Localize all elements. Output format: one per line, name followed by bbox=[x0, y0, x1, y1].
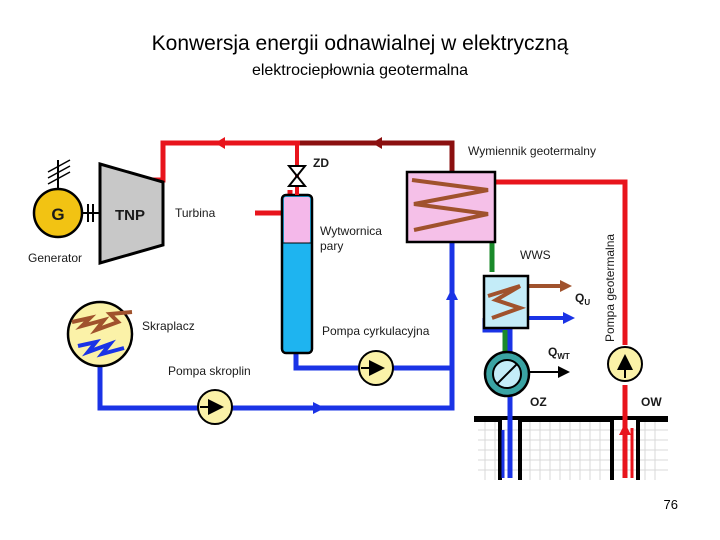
condenser-label: Skraplacz bbox=[142, 319, 195, 333]
page-subtitle: elektrociepłownia geotermalna bbox=[251, 62, 469, 79]
qwt-label: QWT bbox=[548, 345, 570, 361]
zd-valve bbox=[286, 143, 308, 195]
wws-exchanger bbox=[482, 274, 530, 330]
generator-label: Generator bbox=[28, 251, 82, 265]
condensate-pipe bbox=[97, 242, 455, 411]
ground-wells bbox=[474, 414, 670, 480]
page-number: 76 bbox=[663, 497, 678, 512]
geothermal-hot-pipe bbox=[495, 179, 628, 345]
qu-label: QU bbox=[575, 291, 590, 307]
steam-gen-label-2: pary bbox=[320, 239, 343, 253]
oz-unit bbox=[483, 350, 531, 398]
circulation-pump bbox=[358, 350, 394, 386]
turbine-shaft bbox=[82, 204, 100, 222]
turbine: TNP bbox=[98, 162, 165, 265]
ow-label: OW bbox=[641, 395, 662, 409]
steam-pipe-to-turbine bbox=[163, 143, 296, 213]
steam-generator bbox=[280, 193, 314, 355]
condensate-pump bbox=[197, 389, 233, 425]
exchanger-label: Wymiennik geotermalny bbox=[468, 144, 596, 158]
oz-label: OZ bbox=[530, 395, 547, 409]
circulation-pump-label: Pompa cyrkulacyjna bbox=[322, 324, 430, 338]
wws-label: WWS bbox=[520, 248, 551, 262]
steam-gen-label-1: Wytwornica bbox=[320, 224, 382, 238]
geothermal-pump bbox=[607, 346, 643, 382]
steam-pipe-top bbox=[140, 140, 300, 183]
zd-label: ZD bbox=[313, 156, 329, 170]
circulation-pipe bbox=[293, 352, 360, 371]
page-title: Konwersja energii odnawialnej w elektryc… bbox=[151, 32, 569, 55]
geothermal-exchanger bbox=[405, 170, 497, 244]
generator: G bbox=[32, 159, 84, 239]
generator-symbol: G bbox=[51, 205, 64, 224]
condenser bbox=[66, 300, 134, 368]
turbine-label: Turbina bbox=[175, 206, 216, 220]
geothermal-pump-label: Pompa geotermalna bbox=[603, 234, 617, 342]
turbine-symbol: TNP bbox=[115, 207, 145, 224]
condensate-pump-label: Pompa skroplin bbox=[168, 364, 251, 378]
steam-pipe-dark bbox=[300, 140, 455, 172]
